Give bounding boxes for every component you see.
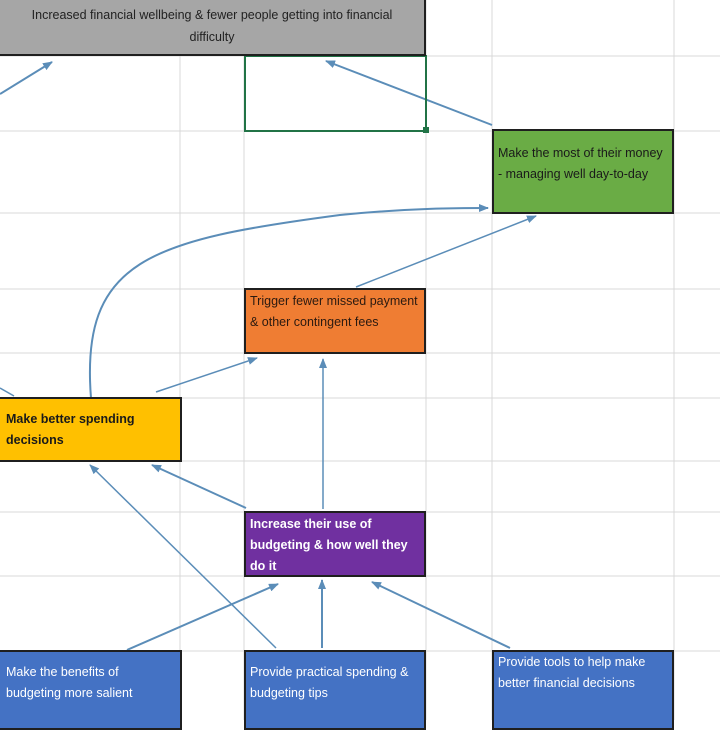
- budgeting-text: Increase their use of budgeting & how we…: [250, 517, 408, 573]
- outcome-text: Increased financial wellbeing & fewer pe…: [31, 8, 393, 44]
- tools-text: Provide tools to help make better financ…: [498, 655, 646, 690]
- tools-box: Provide tools to help make better financ…: [492, 650, 674, 730]
- practical-tips-box: Provide practical spending & budgeting t…: [244, 650, 426, 730]
- salient-benefits-text: Make the benefits of budgeting more sali…: [6, 665, 133, 700]
- fewer-fees-box: Trigger fewer missed payment & other con…: [244, 288, 426, 354]
- salient-benefits-box: Make the benefits of budgeting more sali…: [0, 650, 182, 730]
- budgeting-box: Increase their use of budgeting & how we…: [244, 511, 426, 577]
- selected-cell[interactable]: [244, 55, 427, 132]
- fill-handle[interactable]: [423, 127, 429, 133]
- outcome-box: Increased financial wellbeing & fewer pe…: [0, 0, 426, 56]
- practical-tips-text: Provide practical spending & budgeting t…: [250, 665, 409, 700]
- spending-decisions-box: Make better spending decisions: [0, 397, 182, 462]
- manage-money-box: Make the most of their money - managing …: [492, 129, 674, 214]
- spending-decisions-text: Make better spending decisions: [6, 412, 135, 447]
- manage-money-text: Make the most of their money - managing …: [498, 146, 663, 181]
- fewer-fees-text: Trigger fewer missed payment & other con…: [250, 294, 418, 329]
